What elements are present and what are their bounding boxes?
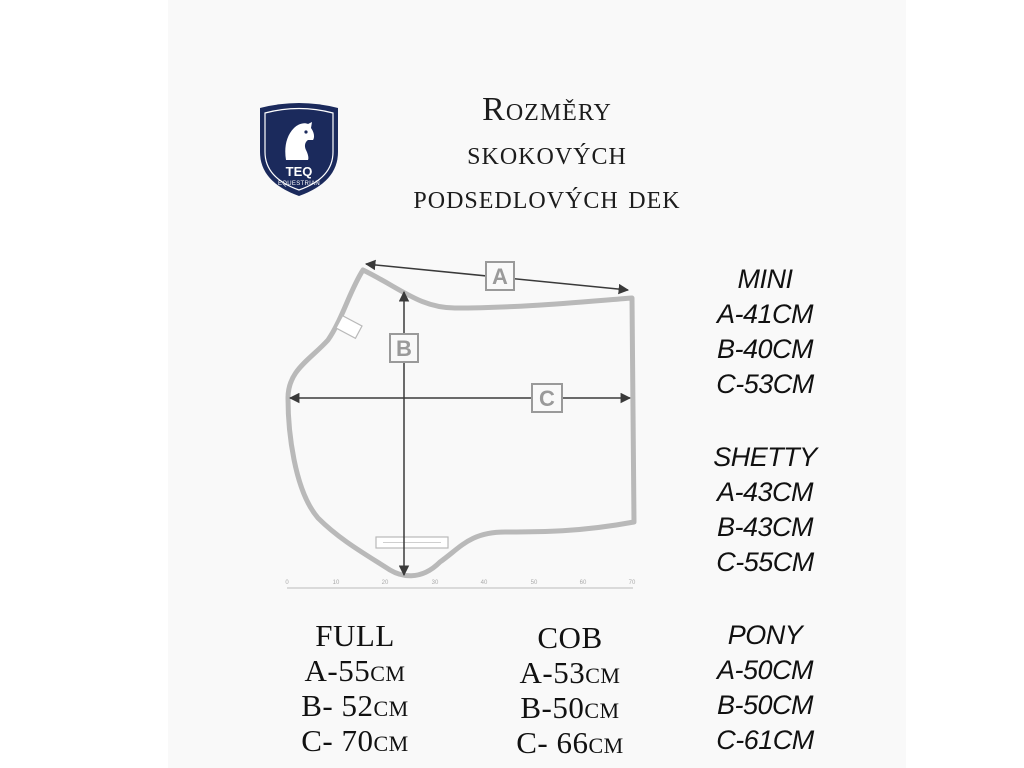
- size-c-mini: C-53CM: [716, 369, 814, 399]
- size-b-pony: B-50CM: [716, 690, 814, 720]
- size-b-cob: B-50cm: [520, 690, 620, 725]
- saddle-pad-outline: [285, 267, 637, 579]
- size-c-shetty: C-55CM: [716, 547, 814, 577]
- girth-strap-tab: [335, 314, 363, 340]
- title-line-3: podsedlových dek: [413, 179, 681, 216]
- size-a-full: A-55cm: [304, 653, 406, 688]
- size-block-cob: COB A-53cm B-50cm C- 66cm: [490, 620, 650, 760]
- logo-text-main: TEQ: [286, 164, 313, 179]
- size-b-mini: B-40CM: [716, 334, 814, 364]
- ruler-tick-70: 70: [629, 580, 636, 586]
- size-b-full: B- 52cm: [301, 688, 409, 723]
- size-b-shetty: B-43CM: [716, 512, 814, 542]
- size-c-pony: C-61CM: [716, 725, 814, 755]
- size-name-full: FULL: [315, 618, 395, 653]
- size-a-cob: A-53cm: [519, 655, 621, 690]
- ruler-tick-40: 40: [481, 580, 488, 586]
- size-block-mini: MINI A-41CM B-40CM C-53CM: [700, 262, 830, 402]
- size-name-shetty: SHETTY: [713, 442, 817, 472]
- label-box-b: [389, 333, 419, 363]
- logo-text-sub: EQUESTRIAN: [278, 181, 320, 187]
- ruler: 0 10 20 30 40 50 60 70: [285, 580, 636, 589]
- ruler-tick-10: 10: [333, 580, 340, 586]
- size-name-cob: COB: [537, 620, 603, 655]
- label-a: A: [492, 264, 508, 289]
- ruler-tick-30: 30: [432, 580, 439, 586]
- label-box-a: [485, 261, 515, 291]
- size-a-mini: A-41CM: [716, 299, 814, 329]
- label-box-c: [531, 383, 563, 413]
- ruler-tick-20: 20: [382, 580, 389, 586]
- label-b: B: [396, 336, 412, 361]
- size-block-shetty: SHETTY A-43CM B-43CM C-55CM: [700, 440, 830, 580]
- teq-logo: TEQ EQUESTRIAN: [260, 103, 338, 196]
- ruler-tick-50: 50: [531, 580, 538, 586]
- page-title: Rozměry skokových podsedlových dek: [352, 88, 742, 220]
- ruler-tick-60: 60: [580, 580, 587, 586]
- label-c: C: [539, 386, 555, 411]
- size-a-pony: A-50CM: [716, 655, 814, 685]
- size-name-mini: MINI: [737, 264, 794, 294]
- size-c-full: C- 70cm: [301, 723, 409, 758]
- size-name-pony: PONY: [727, 620, 803, 650]
- saddle-pad-diagram: A B C 0 10 20 30 40 50 60 70: [285, 259, 637, 589]
- title-line-1: Rozměry: [482, 91, 612, 128]
- ruler-tick-0: 0: [285, 580, 289, 586]
- size-c-cob: C- 66cm: [516, 725, 624, 760]
- title-line-2: skokových: [467, 135, 627, 172]
- size-block-full: FULL A-55cm B- 52cm C- 70cm: [270, 618, 440, 758]
- size-a-shetty: A-43CM: [716, 477, 814, 507]
- horse-head-icon: [285, 122, 315, 160]
- size-block-pony: PONY A-50CM B-50CM C-61CM: [700, 618, 830, 758]
